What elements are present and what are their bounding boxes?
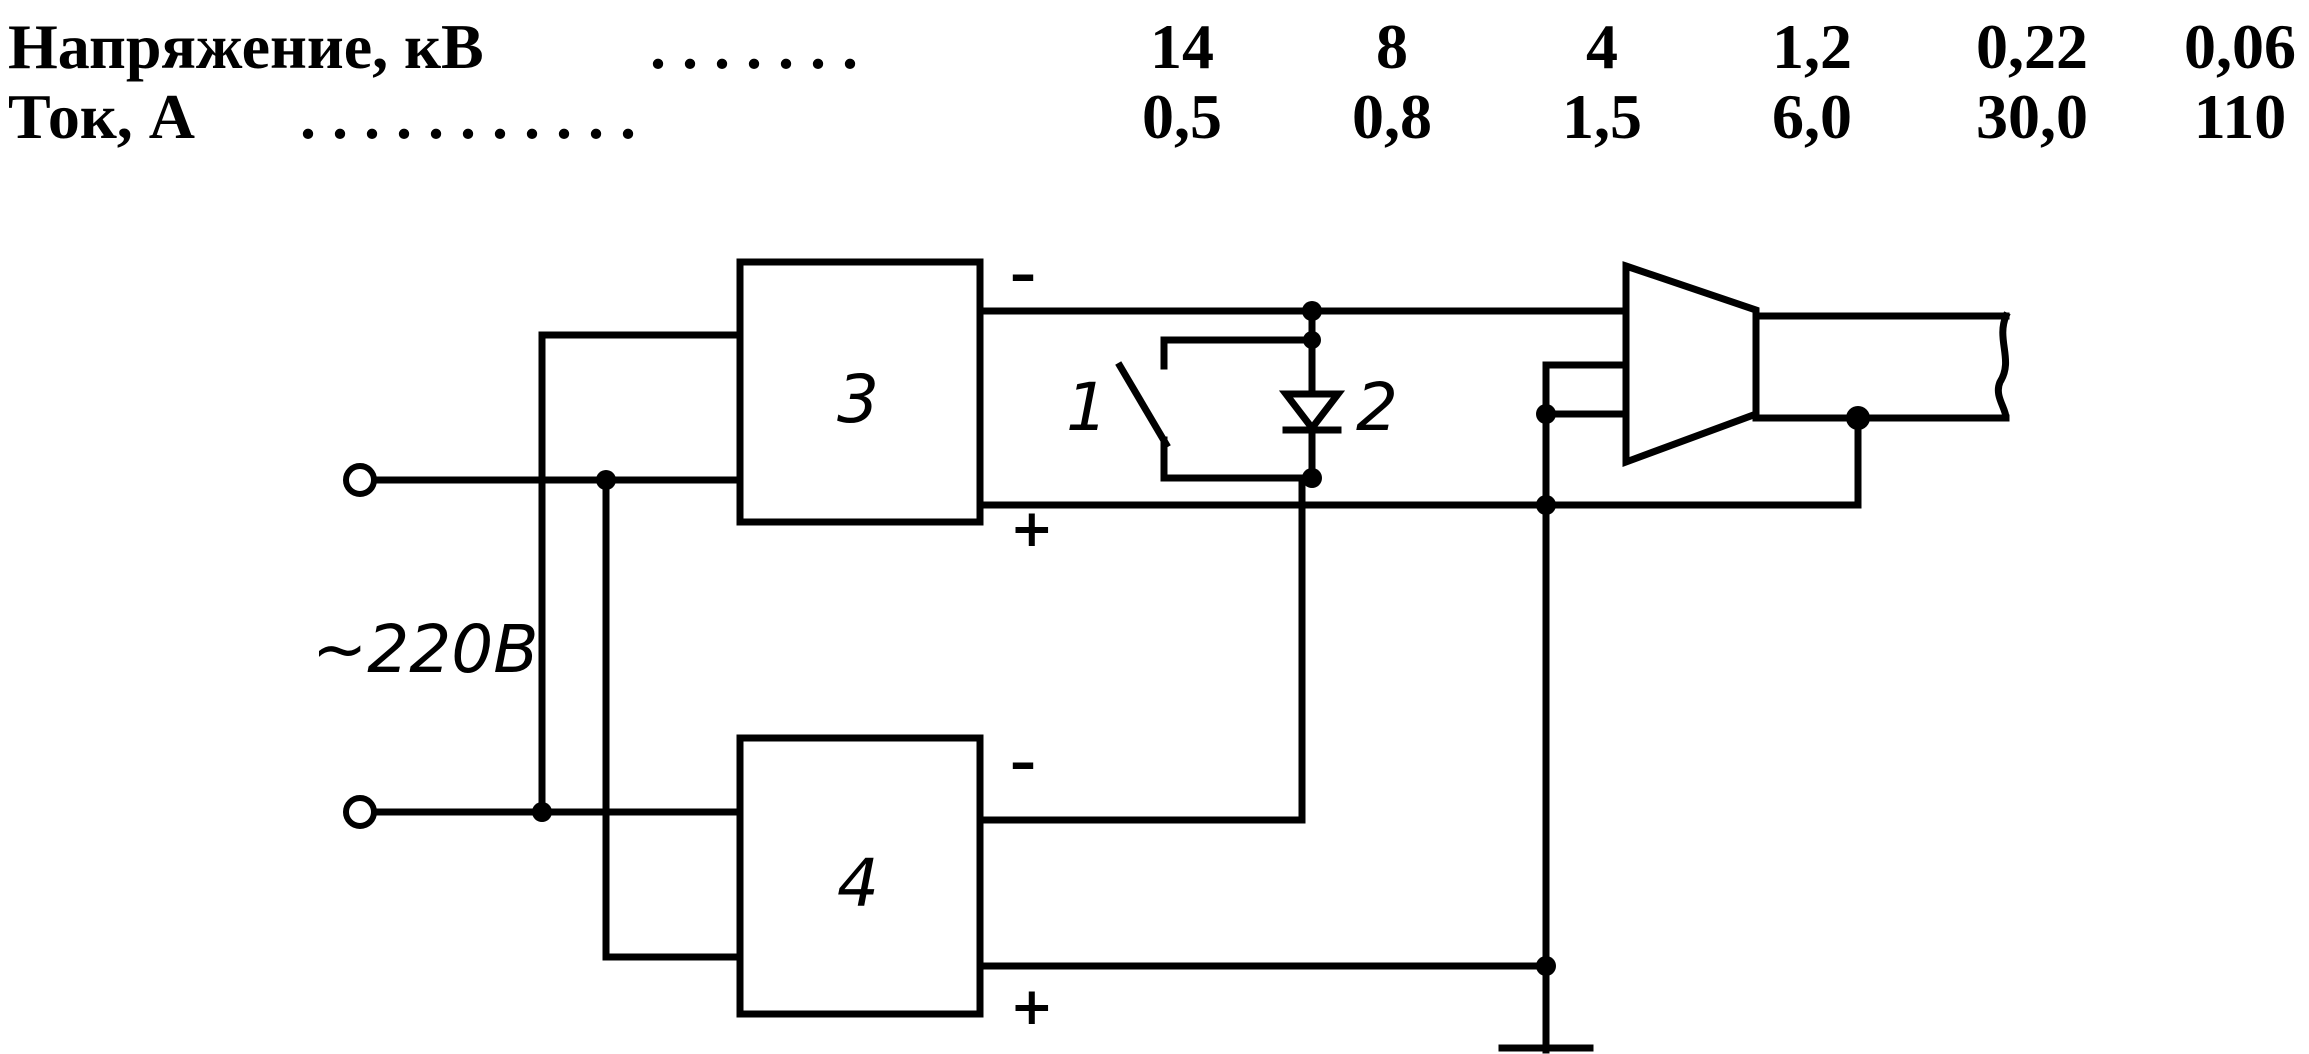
current-value-5: 30,0 bbox=[1976, 81, 2088, 152]
block-4-plus-sign: + bbox=[1010, 977, 1054, 1037]
voltage-value-5: 0,22 bbox=[1976, 11, 2088, 82]
junction-dot bbox=[1536, 495, 1556, 515]
voltage-row-leader: . . . . . . . bbox=[650, 11, 858, 82]
current-row-label: Ток, А bbox=[8, 81, 195, 152]
junction-dot bbox=[1303, 331, 1321, 349]
current-value-4: 6,0 bbox=[1772, 81, 1852, 152]
input-terminal-upper bbox=[343, 463, 377, 497]
supply-voltage-label: ~220В bbox=[312, 611, 539, 688]
voltage-value-4: 1,2 bbox=[1772, 11, 1852, 82]
junction-dot bbox=[532, 802, 552, 822]
block-3-minus-sign: – bbox=[1010, 245, 1036, 305]
current-value-1: 0,5 bbox=[1142, 81, 1222, 152]
wire-feed-block4 bbox=[602, 476, 744, 961]
current-value-6: 110 bbox=[2194, 81, 2286, 152]
voltage-value-3: 4 bbox=[1586, 11, 1618, 82]
wire-switch-bottom bbox=[1160, 436, 1316, 482]
wire-block4-minus bbox=[976, 474, 1306, 824]
diode-symbol bbox=[1278, 390, 1346, 434]
diode-triangle bbox=[1278, 390, 1346, 434]
block-3-plus-sign: + bbox=[1010, 499, 1054, 559]
switch-label: 1 bbox=[1066, 369, 1108, 446]
block-4-label: 4 bbox=[837, 845, 879, 922]
junction-dot bbox=[1302, 468, 1322, 488]
junction-dot bbox=[1302, 301, 1322, 321]
block-4 bbox=[736, 734, 984, 1018]
data-table: Напряжение, кВ . . . . . . . 14 8 4 1,2 … bbox=[8, 11, 2296, 152]
voltage-value-2: 8 bbox=[1376, 11, 1408, 82]
voltage-value-6: 0,06 bbox=[2184, 11, 2296, 82]
diode-label: 2 bbox=[1356, 369, 1398, 446]
torch-break-line bbox=[1994, 311, 2011, 422]
junction-dots bbox=[532, 301, 1870, 976]
block-4-minus-sign: – bbox=[1010, 733, 1036, 793]
block-3-label: 3 bbox=[837, 361, 879, 438]
wire-switch-top bbox=[1160, 336, 1316, 370]
wire-feed-block3 bbox=[538, 331, 744, 816]
junction-dot bbox=[1536, 404, 1556, 424]
voltage-row-label: Напряжение, кВ bbox=[8, 11, 484, 82]
junction-dot bbox=[596, 470, 616, 490]
torch-body bbox=[1622, 261, 1760, 468]
current-value-2: 0,8 bbox=[1352, 81, 1432, 152]
input-terminal-lower bbox=[343, 795, 377, 829]
current-value-3: 1,5 bbox=[1562, 81, 1642, 152]
switch-blade bbox=[1115, 361, 1171, 449]
block-3 bbox=[736, 258, 984, 526]
voltage-value-1: 14 bbox=[1150, 11, 1214, 82]
current-row-leader: . . . . . . . . . . . bbox=[300, 81, 636, 152]
junction-dot bbox=[1536, 956, 1556, 976]
plasma-torch bbox=[1622, 261, 2011, 468]
